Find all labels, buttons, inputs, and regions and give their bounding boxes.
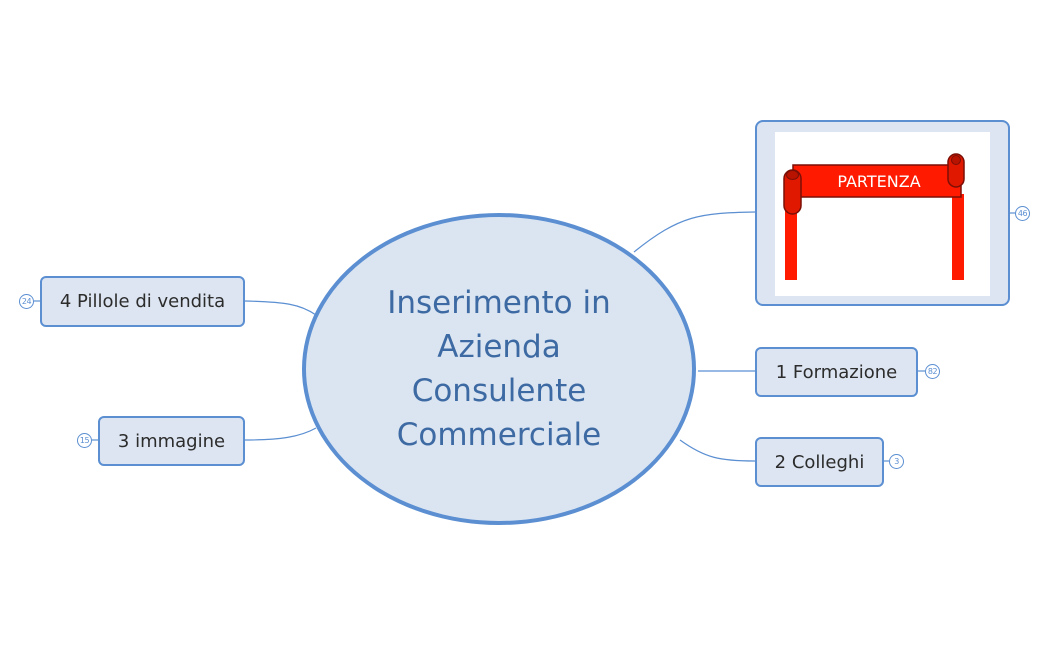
- topic-label: 3 immagine: [117, 430, 226, 452]
- topic-label: 2 Colleghi: [774, 451, 865, 473]
- banner-right-scroll-curl: [951, 155, 961, 165]
- central-topic[interactable]: Inserimento in Azienda Consulente Commer…: [302, 213, 696, 525]
- topic-count-badge-formazione[interactable]: 82: [925, 364, 940, 379]
- connector-partenza: [633, 211, 756, 253]
- central-title-line: Inserimento in: [387, 285, 611, 321]
- topic-count-badge-pillole[interactable]: 24: [19, 294, 34, 309]
- topic-label: 1 Formazione: [775, 361, 898, 383]
- connector-pillole: [244, 300, 317, 316]
- topic-count-badge-partenza[interactable]: 46: [1015, 206, 1030, 221]
- topic-pillole-di-vendita[interactable]: 4 Pillole di vendita: [40, 276, 245, 327]
- topic-colleghi[interactable]: 2 Colleghi: [755, 437, 884, 487]
- topic-label: 4 Pillole di vendita: [59, 291, 226, 312]
- connector-immagine: [244, 427, 317, 441]
- banner-left-scroll-curl: [786, 170, 799, 180]
- topic-count-badge-immagine[interactable]: 15: [77, 433, 92, 448]
- banner-body: [792, 164, 962, 198]
- central-title-line: Consulente: [411, 373, 587, 409]
- central-topic-text: Inserimento in Azienda Consulente Commer…: [387, 281, 611, 457]
- connector-colleghi: [679, 439, 756, 462]
- central-title-line: Commerciale: [396, 417, 602, 453]
- partenza-banner-illustration: PARTENZA: [783, 153, 965, 280]
- banner-left-post: [785, 194, 797, 280]
- topic-count-badge-colleghi[interactable]: 3: [889, 454, 904, 469]
- partenza-image: PARTENZA: [775, 132, 990, 296]
- central-title-line: Azienda: [437, 329, 561, 365]
- partenza-banner-text: PARTENZA: [837, 172, 920, 191]
- topic-formazione[interactable]: 1 Formazione: [755, 347, 918, 397]
- topic-immagine[interactable]: 3 immagine: [98, 416, 245, 466]
- topic-partenza-image[interactable]: PARTENZA: [755, 120, 1010, 306]
- banner-right-post: [952, 194, 964, 280]
